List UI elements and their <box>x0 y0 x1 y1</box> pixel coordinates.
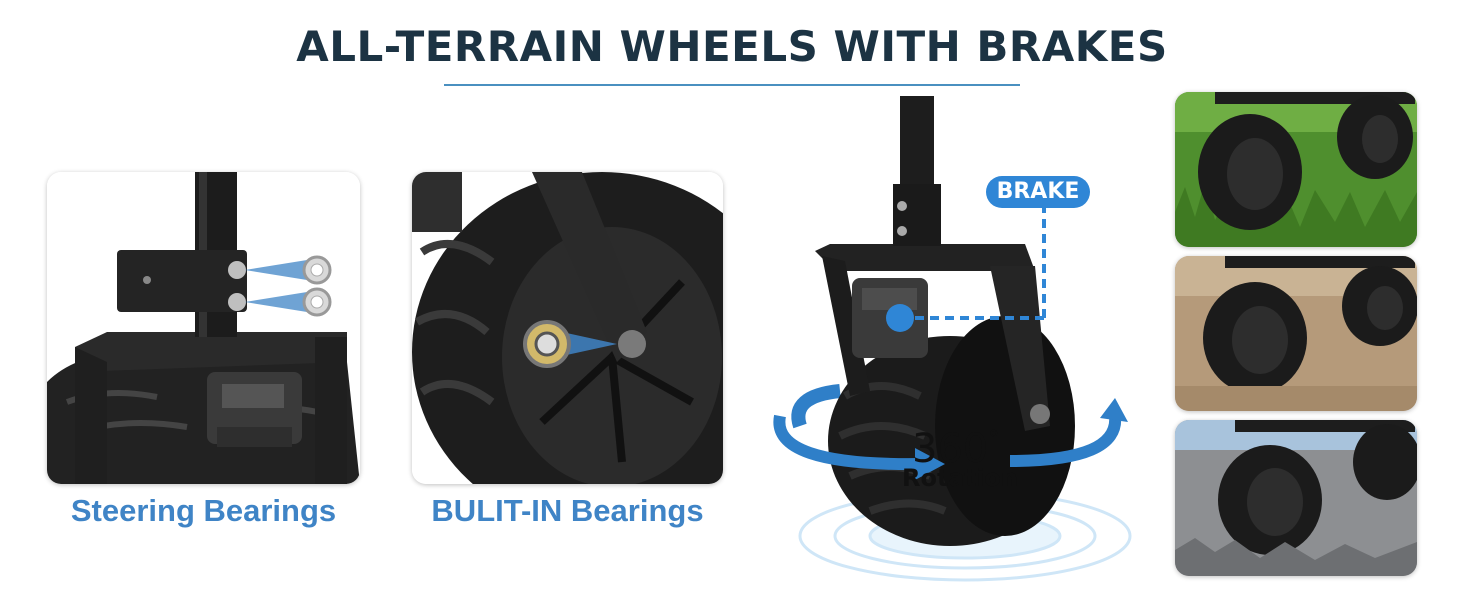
builtin-bearings-caption: BULIT-IN Bearings <box>431 493 704 528</box>
steering-bearings-photo <box>47 172 360 484</box>
caster-wheel-illustration <box>760 96 1140 586</box>
page-title: ALL-TERRAIN WHEELS WITH BRAKES <box>296 22 1168 71</box>
gravel-terrain-photo <box>1175 256 1417 411</box>
rotation-degree-label: 360° <box>912 420 999 469</box>
builtin-bearings-photo <box>412 172 723 484</box>
rotation-degree-unit: ° <box>988 427 1000 452</box>
rocks-terrain-photo <box>1175 420 1417 576</box>
steering-bearings-caption: Steering Bearings <box>70 493 337 528</box>
rotation-label: Rotation <box>902 464 1018 492</box>
grass-terrain-photo <box>1175 92 1417 247</box>
title-divider <box>444 84 1020 86</box>
rotation-degree-value: 360 <box>912 426 989 472</box>
brake-badge: BRAKE <box>986 176 1090 208</box>
